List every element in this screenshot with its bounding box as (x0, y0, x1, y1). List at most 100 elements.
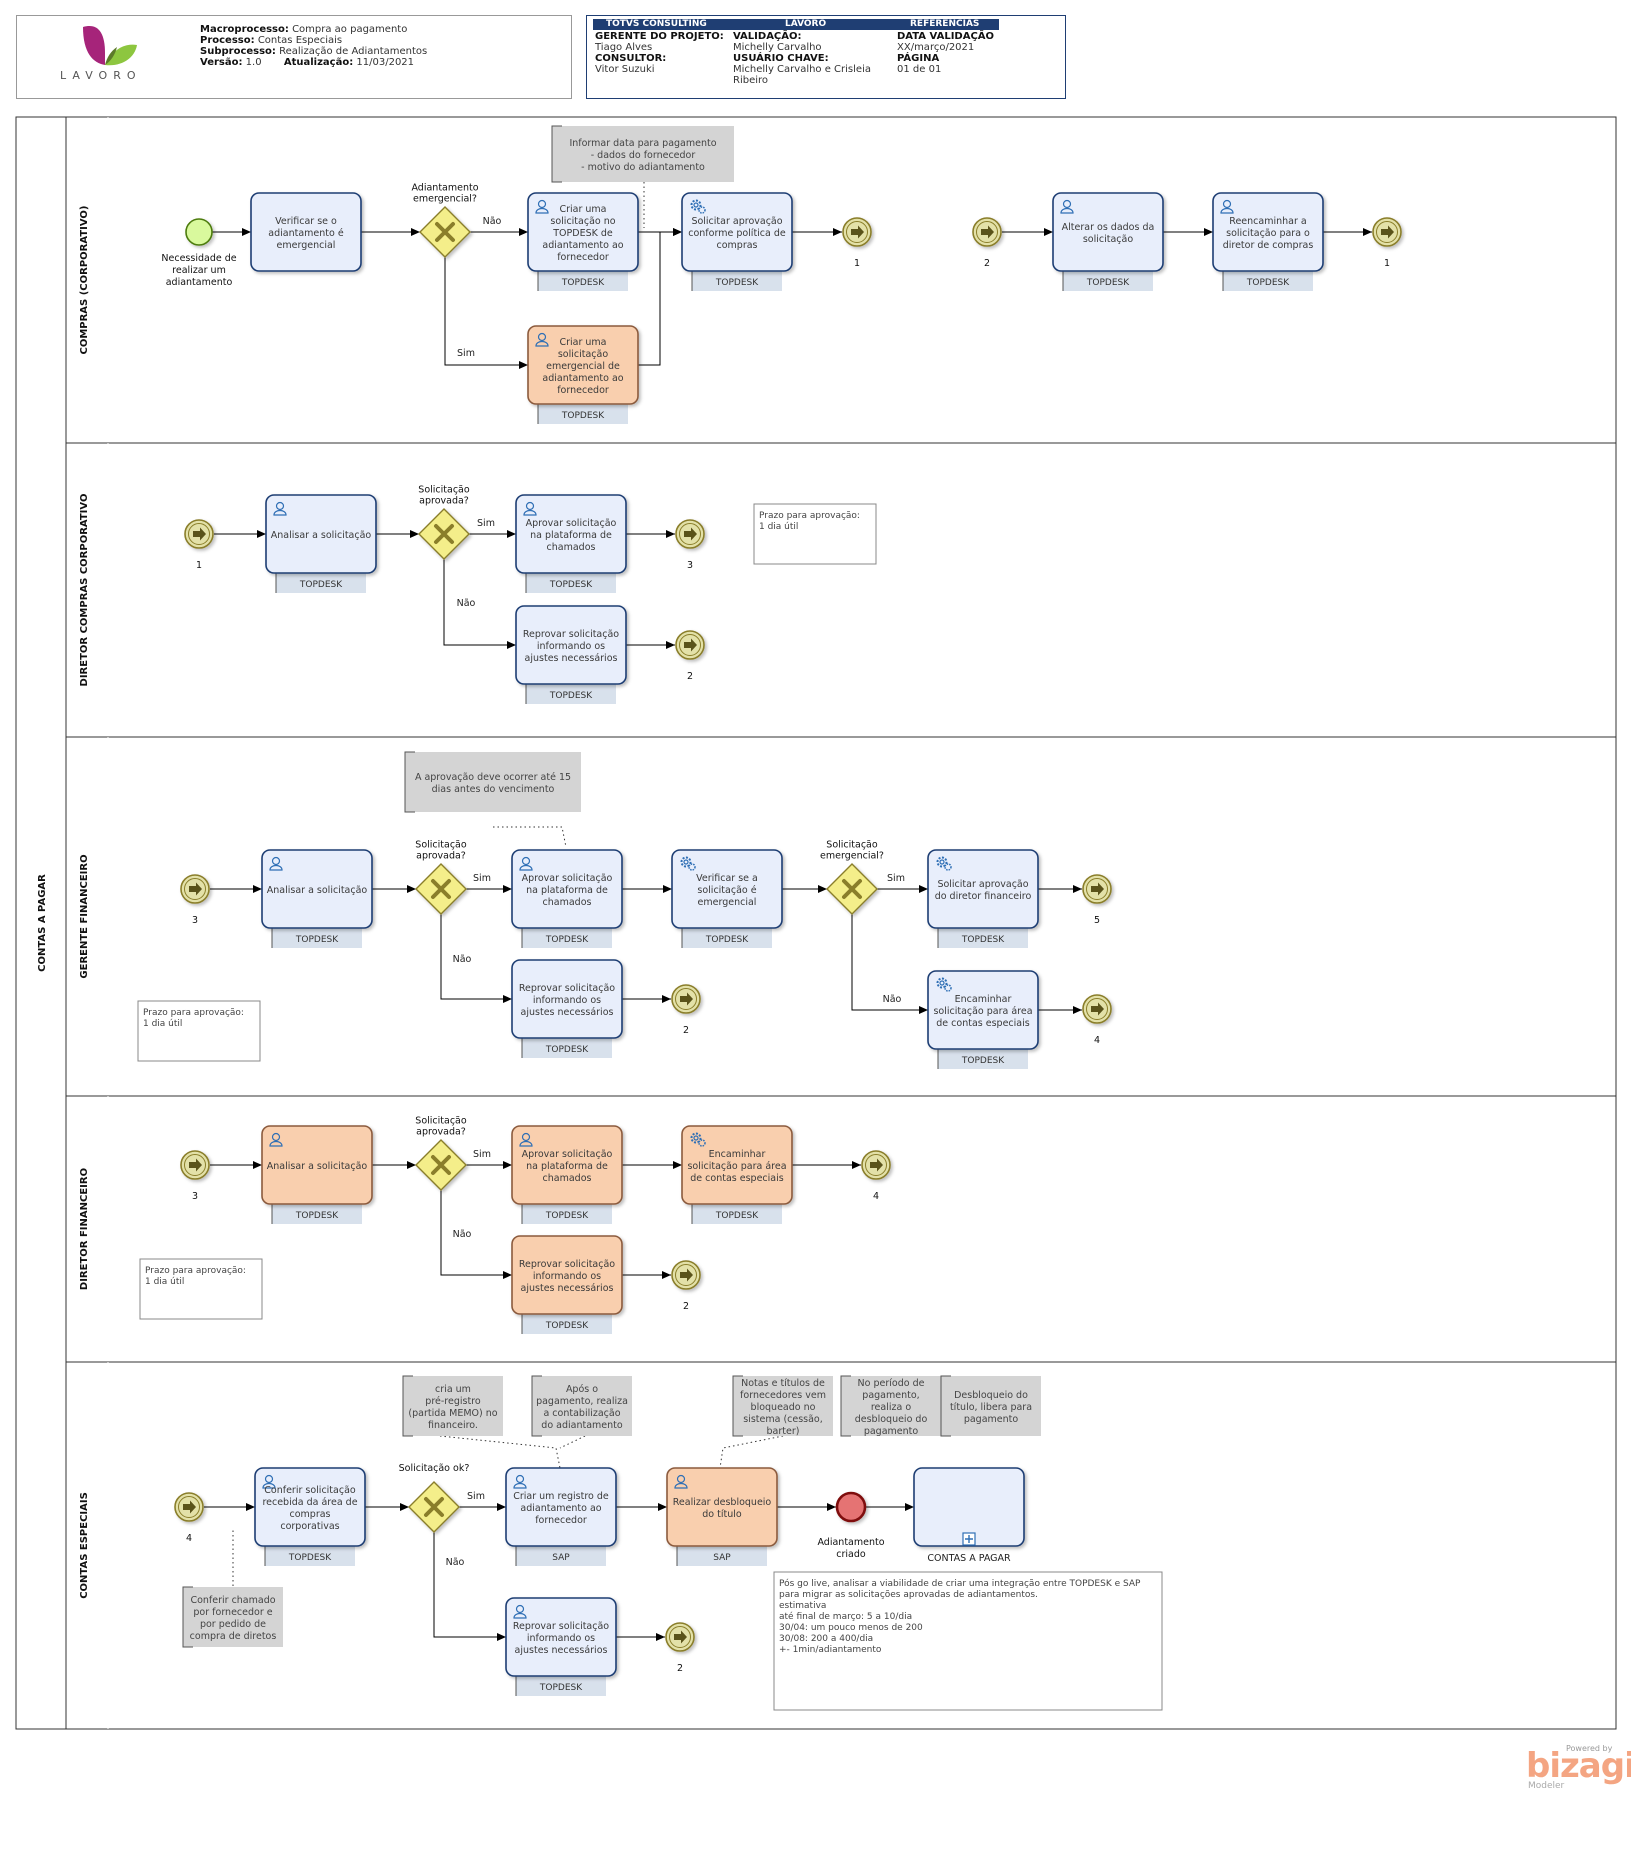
gear-icon-teeth (690, 1132, 702, 1144)
annotation-note-line: estimativa (779, 1601, 826, 1611)
system-tag-label: TOPDESK (561, 278, 605, 288)
task-t16 (261, 1125, 373, 1205)
task-label-line: Criar uma (559, 337, 606, 348)
annotation-bracket (840, 1375, 851, 1437)
annotation-note-line: 1 dia útil (143, 1019, 182, 1029)
task-t13 (927, 849, 1039, 929)
pool-name: CONTAS A PAGAR (37, 874, 48, 972)
task-label-line: ajustes necessários (521, 1007, 614, 1018)
link-event-label: 1 (854, 258, 860, 269)
gateway-x-icon (435, 222, 455, 242)
flow-label-nao: Não (446, 1557, 465, 1568)
task-label-line: Conferir solicitação (264, 1485, 356, 1496)
annotation-text-line: realiza o (871, 1402, 911, 1413)
flow-label-nao: Não (483, 216, 502, 227)
gear-icon (680, 856, 696, 871)
link-event-inner (1086, 878, 1108, 900)
gear-icon-core (939, 980, 945, 986)
annotation-text-line: - motivo do adiantamento (581, 162, 705, 173)
task-label-line: solicitação para área (933, 1006, 1032, 1017)
annotation-text-line: No período de (858, 1378, 925, 1389)
shapes-layer: Informar data para pagamento- dados do f… (137, 125, 1402, 1711)
annotation-note-text: Prazo para aprovação:1 dia útil (759, 511, 860, 532)
task-label-line: Verificar se o (275, 216, 337, 227)
system-tag-label-line: TOPDESK (295, 1211, 339, 1221)
task-label-line: solicitação (558, 349, 608, 360)
annotation-text-line: sistema (cessão, (743, 1414, 823, 1425)
atualizacao-label: Atualização: (283, 57, 354, 68)
task-t14 (511, 959, 623, 1039)
link-event-inner (178, 1496, 200, 1518)
system-tag-label: TOPDESK (545, 935, 589, 945)
annotation-text-line: cria um (435, 1384, 471, 1395)
annotation-text-line: (partida MEMO) no (408, 1408, 497, 1419)
consultor-label: CONSULTOR: (595, 53, 667, 64)
versao-label: Versão: (200, 57, 243, 68)
link-event-label: 2 (984, 258, 990, 269)
user-icon-head (1222, 199, 1232, 209)
gateway-x-icon (431, 1155, 451, 1175)
system-tag-label-line: TOPDESK (961, 1056, 1005, 1066)
system-tag-label-line: TOPDESK (549, 580, 593, 590)
annotation-note-line: 30/04: um pouco menos de 200 (779, 1623, 923, 1633)
task-label-line: Analisar a solicitação (267, 1161, 368, 1172)
system-tag-label-line: TOPDESK (705, 935, 749, 945)
bizagi-modeler: Modeler (1528, 1781, 1565, 1791)
task-t5 (1052, 192, 1164, 272)
flow-label-nao: Não (883, 994, 902, 1005)
annotation-note-line: até final de março: 5 a 10/dia (779, 1611, 912, 1622)
annotation-note-line: Prazo para aprovação: (143, 1008, 244, 1018)
system-tag-label-line: TOPDESK (545, 1321, 589, 1331)
flow-label-nao-line: Não (446, 1557, 465, 1568)
annotation-text-line: do adiantamento (541, 1420, 623, 1431)
lane-name: DIRETOR COMPRAS CORPORATIVO (79, 494, 90, 687)
link-event-inner (679, 634, 701, 656)
task-t18 (681, 1125, 793, 1205)
system-tag-label: TOPDESK (545, 1211, 589, 1221)
annotation-bracket (551, 125, 562, 183)
gateway-x-icon (434, 524, 454, 544)
link-arrow-icon (674, 1630, 687, 1644)
annotation-box (841, 1376, 941, 1436)
gear-icon-core (939, 859, 945, 865)
subprocess-label: CONTAS A PAGAR (927, 1553, 1011, 1564)
gateway-label-line: emergencial? (413, 194, 477, 205)
annotation-box (403, 1376, 503, 1436)
task-label-line: emergencial de (546, 361, 620, 372)
user-icon-head (1062, 199, 1072, 209)
task-t20 (254, 1467, 366, 1547)
task-label-line: Aprovar solicitação (526, 518, 617, 529)
link-event-label: 1 (196, 560, 202, 571)
annotation-note-line: Prazo para aprovação: (145, 1266, 246, 1276)
task-label-line: compras (717, 240, 758, 251)
system-tag-label: TOPDESK (295, 935, 339, 945)
task-label-line: Verificar se a (696, 873, 758, 884)
system-tag-label-line: TOPDESK (545, 935, 589, 945)
user-icon (535, 332, 549, 347)
link-event-label-line: 4 (186, 1533, 192, 1544)
task-t1 (250, 192, 362, 272)
task-label-line: adiantamento ao (520, 1503, 601, 1514)
system-tag-label-line: TOPDESK (299, 580, 343, 590)
end-event-label-line: Adiantamento (817, 1537, 884, 1548)
task-label-line: Reprovar solicitação (513, 1621, 609, 1632)
pagina-value: 01 de 01 (897, 64, 942, 75)
link-event-label: 2 (687, 671, 693, 682)
task-label: Analisar a solicitação (271, 530, 372, 541)
flow-label-sim: Sim (467, 1491, 485, 1502)
annotation-text-line: a contabilização (543, 1408, 620, 1419)
annotation-note (753, 503, 877, 565)
gear-icon-small (944, 863, 952, 871)
gear-icon-core (693, 202, 699, 208)
sequence-flow (444, 257, 528, 369)
annotation-bracket (404, 751, 415, 813)
